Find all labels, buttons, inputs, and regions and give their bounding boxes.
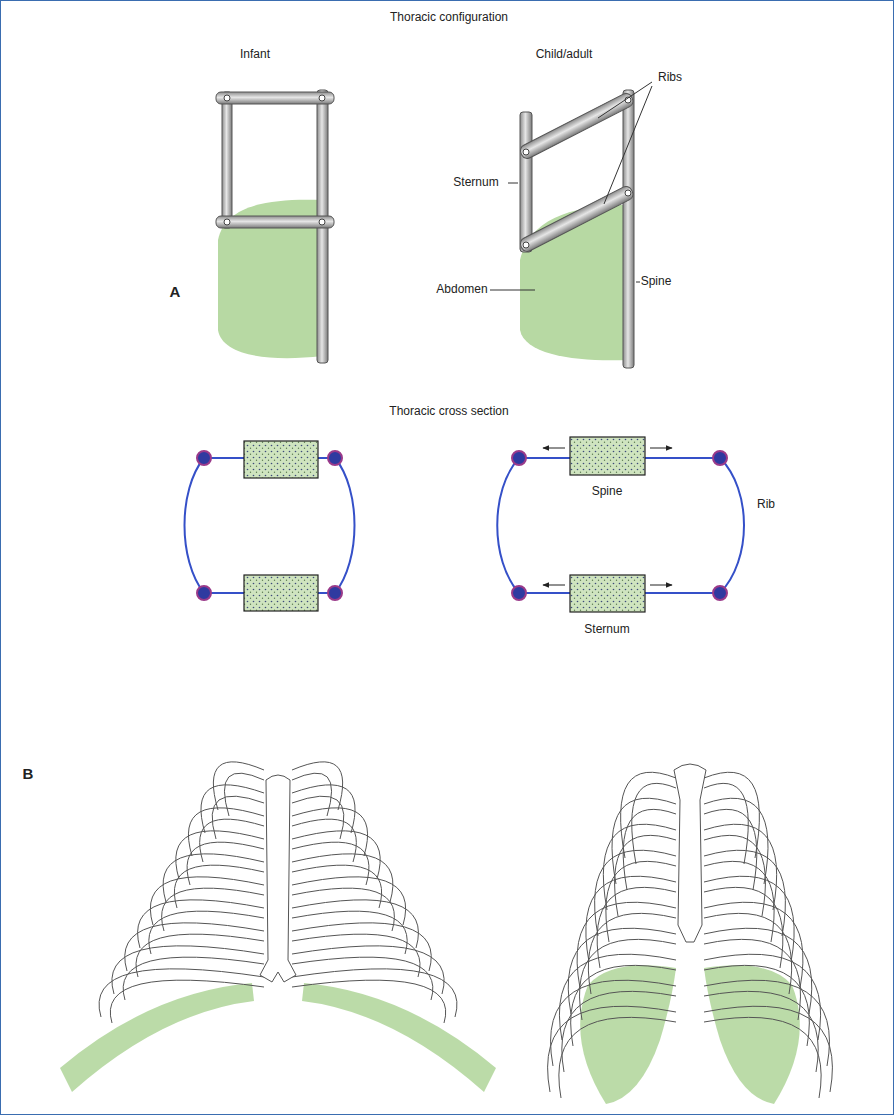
- rib: [149, 911, 264, 954]
- joint-dot: [197, 451, 727, 600]
- rib-bar: [216, 92, 334, 104]
- rib: [580, 939, 676, 1020]
- diaphragm: [704, 965, 800, 1104]
- rib: [162, 888, 264, 931]
- rib: [123, 957, 264, 1000]
- rib: [292, 877, 406, 925]
- rib: [606, 861, 676, 942]
- expansion-arrow: [543, 448, 672, 585]
- rib: [704, 809, 757, 890]
- rib: [632, 783, 676, 864]
- rib-bar: [216, 216, 334, 228]
- rib: [112, 946, 264, 994]
- part-label: Sternum: [453, 176, 498, 190]
- diaphragm: [60, 983, 254, 1092]
- rib: [212, 796, 264, 839]
- vertebra-block: [244, 437, 645, 612]
- diagram-title: Thoracic configuration: [390, 11, 508, 25]
- rib: [99, 969, 264, 1017]
- rib: [292, 796, 344, 839]
- rib: [292, 911, 407, 954]
- diaphragm: [302, 983, 496, 1092]
- leader-line: [490, 82, 652, 290]
- rib: [704, 965, 809, 1046]
- rib: [150, 877, 264, 925]
- rib: [562, 991, 676, 1072]
- part-label: Sternum: [584, 623, 629, 637]
- rib: [292, 957, 433, 1000]
- part-label: Child/adult: [536, 48, 593, 62]
- rib: [559, 1017, 676, 1098]
- rib: [138, 900, 264, 948]
- part-label: Rib: [757, 498, 775, 512]
- diaphragm: [580, 965, 676, 1104]
- panel-letter: A: [170, 283, 181, 300]
- rib: [704, 783, 748, 864]
- rib: [571, 965, 676, 1046]
- rib: [292, 923, 431, 971]
- rib: [125, 923, 264, 971]
- spine-bar: [623, 90, 634, 368]
- sternum-bar: [520, 112, 532, 252]
- rib: [292, 900, 418, 948]
- rib: [136, 934, 264, 977]
- sternum-bar: [222, 92, 232, 228]
- sternum-bone: [260, 764, 706, 982]
- rib: [292, 773, 332, 816]
- rib: [623, 809, 676, 890]
- rib: [292, 946, 444, 994]
- rib: [704, 861, 774, 942]
- pivot: [523, 97, 631, 248]
- rib-bar: [518, 184, 635, 253]
- rib: [704, 835, 765, 916]
- pivot: [224, 95, 325, 225]
- part-label: Abdomen: [436, 283, 487, 297]
- part-label: Infant: [240, 48, 270, 62]
- part-label: Spine: [592, 485, 623, 499]
- rib: [704, 939, 800, 1020]
- rib: [110, 980, 264, 1023]
- rib: [292, 888, 394, 931]
- panel-letter: B: [23, 765, 34, 782]
- rib-cage: [99, 762, 832, 1098]
- rib: [615, 835, 676, 916]
- part-label: Thoracic cross section: [389, 405, 508, 419]
- rib: [704, 991, 818, 1072]
- part-label: Spine: [641, 275, 672, 289]
- rib: [224, 773, 264, 816]
- rib-bar: [518, 91, 635, 160]
- rib: [704, 1017, 821, 1098]
- rib: [292, 934, 420, 977]
- rib: [292, 980, 446, 1023]
- part-label: Ribs: [658, 71, 682, 85]
- rib: [292, 969, 457, 1017]
